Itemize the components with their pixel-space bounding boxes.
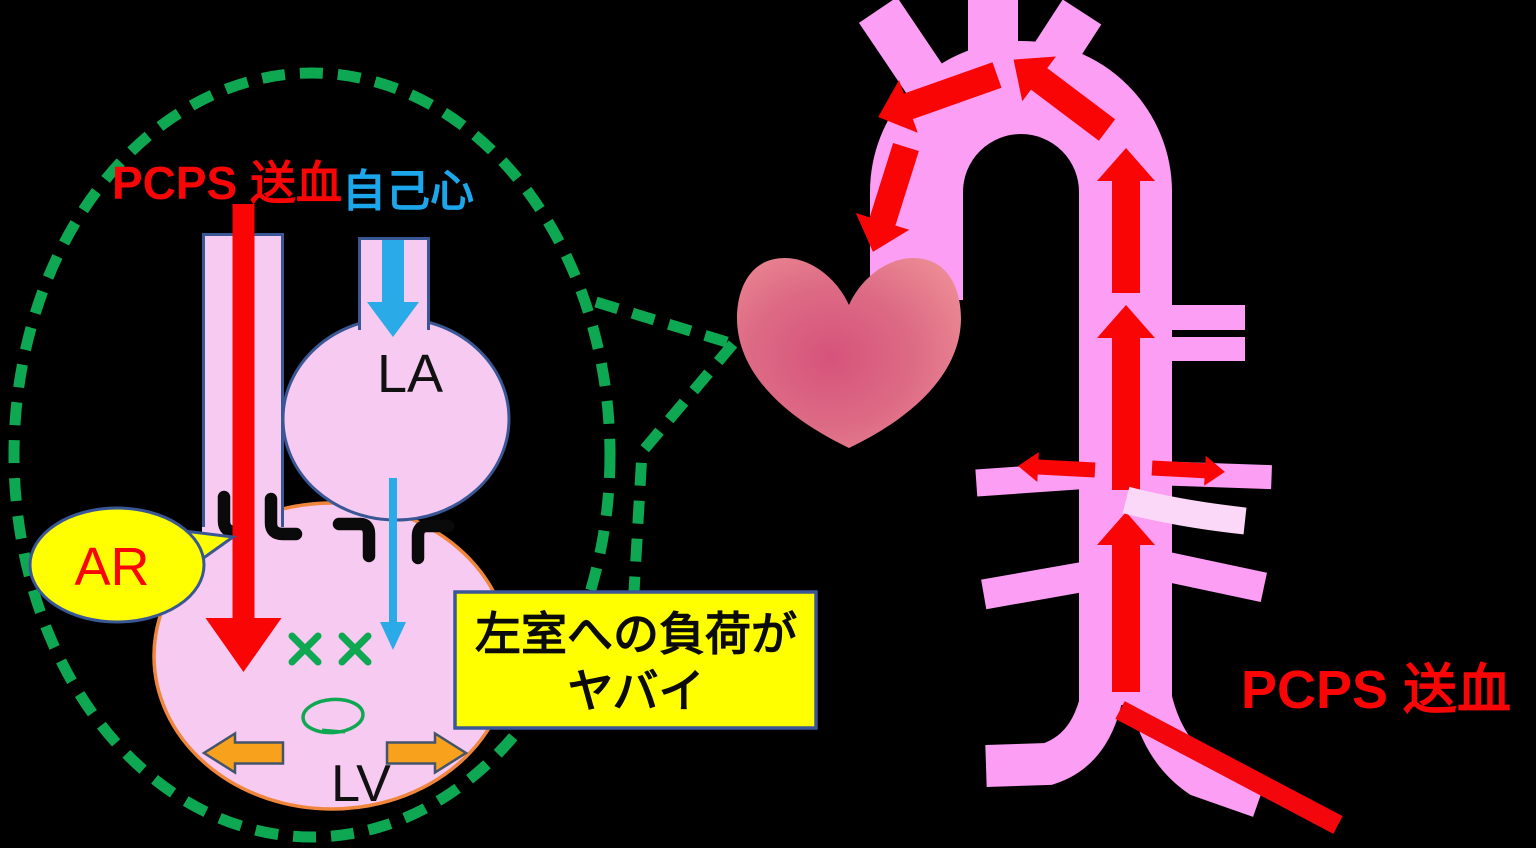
native-heart-label: 自己心 <box>342 167 474 216</box>
arch-branch-middle <box>968 0 1018 62</box>
side-branch-flow-arrows <box>1018 452 1225 486</box>
heart-icon <box>737 258 961 448</box>
pcps-feed-label-right: PCPS 送血 <box>1241 660 1511 720</box>
lower-branch-left <box>981 560 1097 610</box>
magnifier-dashed-ellipse <box>8 67 738 843</box>
iliac-artery-left <box>985 672 1126 787</box>
lv-dilation-arrow-right <box>385 731 469 775</box>
callout-line-upper <box>594 296 735 350</box>
ar-speech-bubble: AR <box>28 506 238 624</box>
lv-label: LV <box>331 755 391 813</box>
lower-branch-right <box>1164 552 1267 603</box>
warning-line2: ヤバイ <box>567 665 704 717</box>
warning-line1: 左室への負荷が <box>475 608 797 660</box>
mitral-valve-icon <box>332 517 455 565</box>
lv-dilation-arrow-left <box>201 731 285 775</box>
pale-branch-vessel <box>1122 486 1247 535</box>
callout-line-lower <box>628 340 738 593</box>
mitral-inflow-arrow <box>380 478 406 650</box>
pcps-retrograde-arrow <box>205 204 282 672</box>
femoral-cannula <box>1115 701 1343 834</box>
pcps-feed-label-left: PCPS 送血 <box>112 157 342 209</box>
side-branch-stub-upper <box>1167 305 1245 330</box>
closed-valve-doodle-icon <box>301 697 365 735</box>
ar-label: AR <box>74 537 149 597</box>
la-label: LA <box>377 344 443 404</box>
native-inflow-arrow <box>367 240 419 337</box>
no-ejection-x-icon <box>288 632 372 666</box>
side-branch-stub-lower <box>1167 337 1245 361</box>
warning-box: 左室への負荷が ヤバイ <box>453 590 818 730</box>
arch-branch-left <box>858 0 947 96</box>
retrograde-flow-arrows <box>855 56 1155 692</box>
